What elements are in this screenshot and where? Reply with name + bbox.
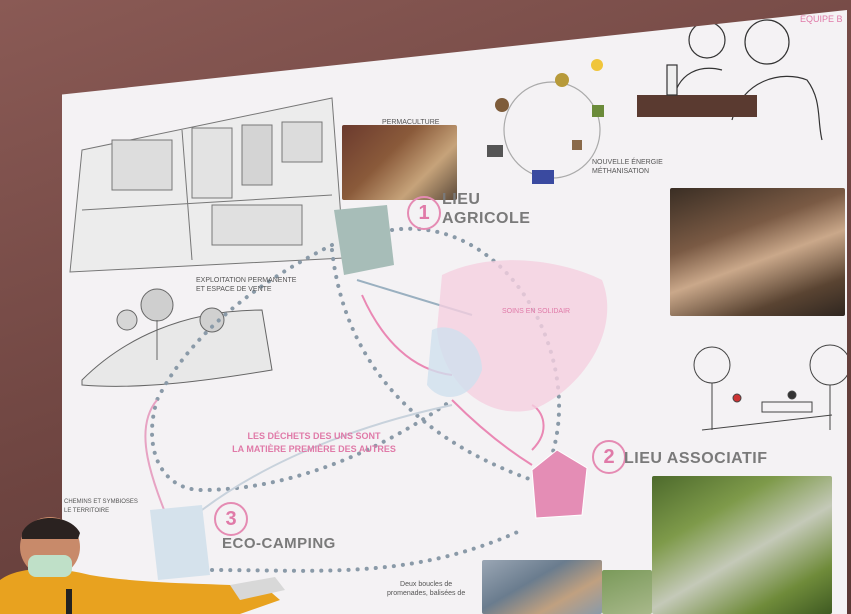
center-statement: LES DÉCHETS DES UNS SONT LA MATIÈRE PREM… [214, 430, 414, 456]
presenter-hair [22, 518, 80, 539]
caption-permaculture: PERMACULTURE [382, 119, 440, 126]
greenhouse-photo [342, 125, 457, 200]
center-line1: LES DÉCHETS DES UNS SONT [247, 431, 381, 441]
site-2-marker [531, 449, 588, 519]
garden-party-photo [652, 476, 832, 614]
projected-slide: QUEL AVENIR POUR LES ANCIENS SITES DE ST… [62, 10, 847, 614]
caption-bottom-1: Deux boucles de [400, 581, 453, 588]
zone-label: SOINS EN SOLIDAIR [502, 308, 571, 315]
meadow-photo [602, 570, 652, 614]
presenter [0, 517, 285, 614]
caption-energy: NOUVELLE ÉNERGIE MÉTHANISATION [592, 158, 663, 176]
farm-sketch [81, 288, 273, 387]
dotted-routes [150, 226, 562, 573]
caption-eco-1: CHEMINS ET SYMBIOSES [64, 499, 138, 505]
microphone [66, 589, 72, 614]
site-2-number: 2 [592, 440, 626, 474]
site-1-title: LIEU AGRICOLE [442, 190, 530, 228]
association-sketch [693, 344, 847, 431]
presenter-hand [230, 577, 285, 600]
site-2-title: LIEU ASSOCIATIF [624, 450, 768, 467]
caption-bottom-2: promenades, balisées de [387, 590, 466, 597]
site-1-marker [334, 205, 394, 275]
energy-cycle [487, 59, 604, 184]
people-sketch [637, 19, 823, 141]
face-mask [28, 555, 72, 577]
caption-bottom: Deux boucles de promenades, balisées de [387, 580, 465, 598]
slide-diagram [69, 19, 847, 580]
site-1-line1: LIEU [442, 191, 481, 208]
team-label: ÉQUIPE B [800, 14, 843, 24]
caption-exploitation-2: ET ESPACE DE VENTE [196, 286, 272, 293]
site-3-marker [150, 505, 210, 580]
caption-eco: CHEMINS ET SYMBIOSES LE TERRITOIRE [64, 498, 138, 516]
site-1-number: 1 [407, 196, 441, 230]
caption-exploitation: EXPLOITATION PERMANENTE ET ESPACE DE VEN… [196, 276, 296, 294]
site-1-line2: AGRICOLE [442, 210, 531, 227]
caption-exploitation-1: EXPLOITATION PERMANENTE [196, 277, 297, 284]
planting-photo [670, 188, 845, 316]
center-line2: LA MATIÈRE PREMIÈRE DES AUTRES [232, 444, 396, 454]
caption-energy-2: MÉTHANISATION [592, 168, 650, 175]
blue-zone [427, 327, 482, 397]
site-3-number: 3 [214, 502, 248, 536]
caption-eco-2: LE TERRITOIRE [64, 508, 110, 514]
site-plan-sketch [69, 97, 345, 273]
site-3-title: ECO-CAMPING [222, 535, 336, 552]
village-photo [482, 560, 602, 614]
caption-energy-1: NOUVELLE ÉNERGIE [592, 159, 663, 166]
